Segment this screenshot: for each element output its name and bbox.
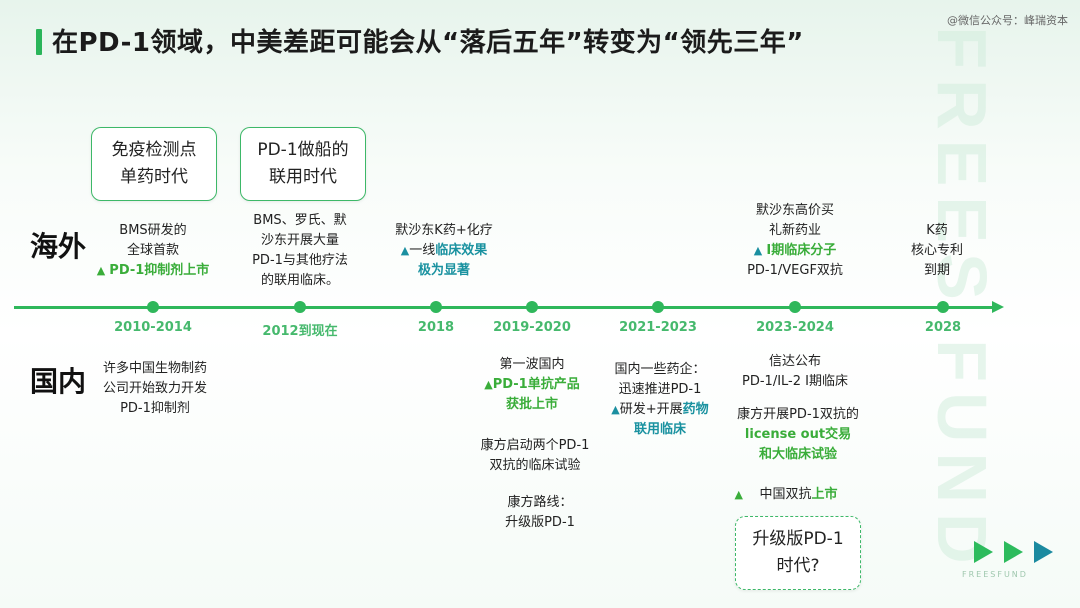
year-label: 2021-2023 xyxy=(619,320,697,335)
domestic-event-2010: 许多中国生物制药 公司开始致力开发 PD-1抑制剂 xyxy=(103,359,207,419)
domestic-event-2023-akeso: 康方开展PD-1双抗的 license out交易 和大临床试验 xyxy=(737,405,859,465)
note-line: 许多中国生物制药 xyxy=(102,361,208,376)
watermark-text: @微信公众号：峰瑞资本 xyxy=(947,14,1068,27)
overseas-event-2018: 默沙东K药+化疗 ▲一线临床效果 极为显著 xyxy=(395,221,492,281)
note-highlight: 联用临床 xyxy=(633,422,687,437)
overseas-event-2012: BMS、罗氏、默 沙东开展大量 PD-1与其他疗法 的联用临床。 xyxy=(252,211,348,291)
era-line: 联用时代 xyxy=(269,167,337,187)
note-line: 公司开始致力开发 xyxy=(102,381,208,396)
note-line: BMS研发的 xyxy=(119,223,187,238)
timeline-dot xyxy=(652,301,664,313)
triangle-up-icon: ▲ xyxy=(96,264,106,277)
era-box-combination: PD-1做船的 联用时代 xyxy=(240,127,366,201)
note-line: 到期 xyxy=(923,263,951,278)
note-line: 研发+开展 xyxy=(619,402,683,417)
note-line: K药 xyxy=(926,223,948,238)
year-label: 2010-2014 xyxy=(114,320,192,335)
timeline-axis xyxy=(14,305,994,309)
note-line: 康方开展PD-1双抗的 xyxy=(737,407,859,422)
triangle-up-icon: ▲ xyxy=(753,244,763,257)
note-line: 沙东开展大量 xyxy=(260,233,339,248)
brand-vertical-text: FREES FUND xyxy=(923,26,1001,574)
note-line: 康方启动两个PD-1 xyxy=(480,438,590,453)
note-line: 迅速推进PD-1 xyxy=(618,382,702,397)
play-arrow-icon xyxy=(1004,541,1023,563)
brand-logo-text: FREESFUND xyxy=(962,570,1028,579)
triangle-up-icon: ▲ xyxy=(400,244,410,257)
year-label: 2028 xyxy=(924,320,962,335)
note-highlight: PD-1抑制剂上市 xyxy=(109,263,210,278)
overseas-event-2028: K药 核心专利 到期 xyxy=(911,221,963,281)
note-line: PD-1与其他疗法 xyxy=(252,253,348,268)
note-line: PD-1/IL-2 I期临床 xyxy=(742,374,848,389)
domestic-event-2019-wave: 第一波国内 ▲PD-1单抗产品 获批上市 xyxy=(484,355,579,415)
timeline-dot xyxy=(430,301,442,313)
note-line: 一线 xyxy=(409,243,436,258)
era-line: PD-1做船的 xyxy=(257,140,349,160)
note-line: PD-1抑制剂 xyxy=(120,401,190,416)
domestic-event-2019-route: 康方路线： 升级版PD-1 xyxy=(505,493,575,533)
triangle-up-icon: ▲ xyxy=(734,488,743,501)
note-line: 双抗的临床试验 xyxy=(489,458,581,473)
overseas-event-2023: 默沙东高价买 礼新药业 ▲ I期临床分子 PD-1/VEGF双抗 xyxy=(747,201,843,281)
note-line: 康方路线： xyxy=(507,495,573,510)
note-line: 礼新药业 xyxy=(768,223,822,238)
note-highlight: 获批上市 xyxy=(505,397,559,412)
note-highlight: I期临床分子 xyxy=(766,243,837,258)
triangle-up-icon: ▲ xyxy=(611,403,620,416)
timeline-dot xyxy=(294,301,306,313)
timeline-dot xyxy=(937,301,949,313)
domestic-event-2021: 国内一些药企： 迅速推进PD-1 ▲研发+开展药物 联用临床 xyxy=(611,360,708,440)
year-label: 2018 xyxy=(417,320,455,335)
note-line: PD-1/VEGF双抗 xyxy=(747,263,843,278)
timeline-dot xyxy=(147,301,159,313)
timeline-dot xyxy=(526,301,538,313)
timeline-arrow-icon xyxy=(992,301,1004,313)
page-title: 在PD-1领域，中美差距可能会从“落后五年”转变为“领先三年” xyxy=(52,28,804,58)
note-highlight: license out交易 xyxy=(744,427,852,442)
era-line: 单药时代 xyxy=(120,167,188,187)
title-accent-bar xyxy=(36,29,42,55)
note-line: 核心专利 xyxy=(910,243,964,258)
era-box-upgraded: 升级版PD-1 时代? xyxy=(735,516,861,590)
note-highlight: PD-1单抗产品 xyxy=(492,377,580,392)
domestic-event-2024-bispecific: ▲ 中国双抗上市 xyxy=(734,485,837,505)
era-line: 免疫检测点 xyxy=(111,140,197,160)
year-label: 2019-2020 xyxy=(493,320,571,335)
era-box-single-drug: 免疫检测点 单药时代 xyxy=(91,127,217,201)
domestic-event-2023-innovent: 信达公布 PD-1/IL-2 I期临床 xyxy=(742,352,848,392)
era-line: 时代? xyxy=(776,556,820,576)
note-highlight: 药物 xyxy=(682,402,709,417)
year-label: 2023-2024 xyxy=(756,320,834,335)
domestic-event-2019-akeso: 康方启动两个PD-1 双抗的临床试验 xyxy=(481,436,590,476)
play-arrow-icon xyxy=(974,541,993,563)
note-line: 信达公布 xyxy=(768,354,821,369)
note-line: BMS、罗氏、默 xyxy=(253,213,347,228)
triangle-up-icon: ▲ xyxy=(484,378,493,391)
era-line: 升级版PD-1 xyxy=(752,529,844,549)
play-arrow-icon xyxy=(1034,541,1053,563)
note-line: 第一波国内 xyxy=(499,357,565,372)
year-label: 2012到现在 xyxy=(262,324,338,339)
note-line: 全球首款 xyxy=(126,243,179,258)
note-highlight: 和大临床试验 xyxy=(758,447,837,462)
note-line: 国内一些药企： xyxy=(614,362,706,377)
note-line: 中国双抗 xyxy=(759,487,812,502)
overseas-label: 海外 xyxy=(30,230,87,263)
note-highlight: 上市 xyxy=(811,487,838,502)
overseas-event-2010: BMS研发的 全球首款 ▲ PD-1抑制剂上市 xyxy=(97,221,210,281)
note-line: 升级版PD-1 xyxy=(505,515,575,530)
note-highlight: 临床效果 xyxy=(435,243,488,258)
note-highlight: 极为显著 xyxy=(417,263,471,278)
domestic-label: 国内 xyxy=(30,365,87,398)
note-line: 的联用临床。 xyxy=(260,273,339,288)
note-line: 默沙东高价买 xyxy=(755,203,835,218)
timeline-dot xyxy=(789,301,801,313)
note-line: 默沙东K药+化疗 xyxy=(395,223,493,238)
